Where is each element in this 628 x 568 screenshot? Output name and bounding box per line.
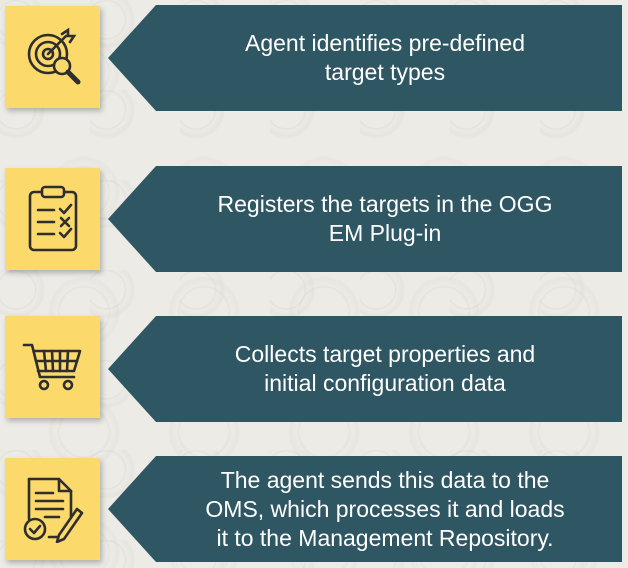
clipboard-checklist-icon: [28, 185, 77, 252]
step-4-line-2: OMS, which processes it and loads: [205, 495, 565, 522]
step-1-banner: Agent identifies pre-defined target type…: [108, 5, 622, 111]
step-2-icon-tile: [5, 168, 100, 270]
step-3-line-2: initial configuration data: [264, 370, 506, 396]
target-search-icon: [27, 27, 80, 85]
step-2-line-1: Registers the targets in the OGG: [217, 191, 553, 217]
step-4-line-1: The agent sends this data to the: [220, 466, 550, 493]
step-2-line-2: EM Plug-in: [328, 220, 442, 246]
shopping-cart-icon: [22, 343, 81, 391]
step-1-line-1: Agent identifies pre-defined: [244, 30, 526, 56]
step-1-icon-tile: [5, 6, 100, 108]
step-3-line-1: Collects target properties and: [234, 341, 536, 367]
step-4-icon-tile: [5, 458, 100, 560]
step-3-icon-tile: [5, 316, 100, 418]
step-1-line-2: target types: [324, 59, 446, 85]
step-4-line-3: it to the Management Repository.: [216, 524, 554, 551]
step-2-banner: Registers the targets in the OGG EM Plug…: [108, 166, 622, 272]
step-2-text: Registers the targets in the OGG EM Plug…: [158, 190, 573, 248]
step-3-banner: Collects target properties and initial c…: [108, 316, 622, 422]
step-4-banner: The agent sends this data to the OMS, wh…: [108, 456, 622, 562]
step-3-text: Collects target properties and initial c…: [175, 340, 555, 398]
step-1-text: Agent identifies pre-defined target type…: [185, 29, 545, 87]
step-4-text: The agent sends this data to the OMS, wh…: [145, 466, 584, 553]
document-approval-icon: [23, 477, 83, 543]
